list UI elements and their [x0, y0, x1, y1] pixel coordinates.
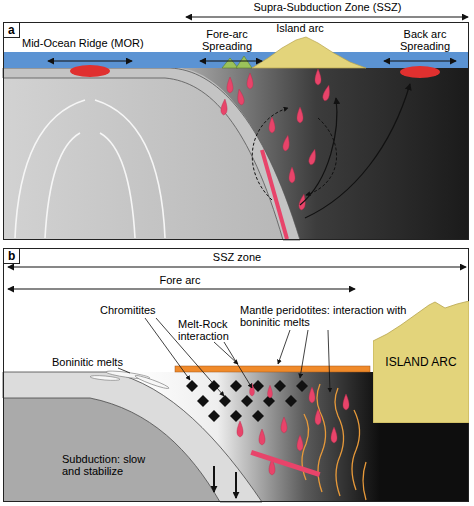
- convection-arc: [15, 100, 85, 238]
- panel-frame: a: [3, 22, 469, 240]
- melt-drop: [315, 409, 321, 425]
- melt-drop: [227, 77, 233, 93]
- flow-arrow: [306, 118, 337, 195]
- leader-line: [278, 330, 290, 364]
- chromitite-pod: [285, 395, 297, 407]
- flow-arrow: [300, 98, 337, 205]
- spreading-arrow: [48, 60, 132, 61]
- chromitite-pod: [208, 410, 220, 422]
- chromitite-pod: [186, 380, 198, 392]
- zone-label: Fore arc: [130, 275, 230, 287]
- crust-band: [175, 366, 370, 372]
- feature-label: Melt-Rock interaction: [178, 319, 240, 342]
- boninitic-melt: [134, 374, 169, 390]
- ocean: [3, 52, 469, 68]
- feature-label: Back arc Spreading: [395, 29, 455, 52]
- convection-arc: [95, 100, 165, 238]
- feature-label: Chromitites: [100, 305, 170, 317]
- chromitite-pod: [241, 395, 253, 407]
- zone-label: SSZ zone: [187, 252, 287, 264]
- melt-channel: [352, 410, 360, 490]
- melt-drop: [315, 69, 321, 85]
- zone-arrow: [8, 266, 466, 267]
- fore-arc-crust: [236, 56, 252, 68]
- melt-drop: [236, 89, 245, 106]
- leader-line: [118, 368, 130, 373]
- melt-drop: [282, 135, 291, 152]
- convection-arc: [100, 133, 135, 238]
- leader-line: [328, 330, 330, 392]
- melt-drop: [237, 421, 243, 437]
- spreading-arrow: [384, 60, 456, 61]
- sinking-arrow: [235, 472, 237, 498]
- panel-background: [3, 248, 469, 502]
- spreading-arrow: [200, 60, 262, 61]
- melt-drop: [221, 99, 228, 115]
- sinking-arrow: [213, 466, 215, 492]
- chromitite-pod: [197, 395, 209, 407]
- chromitite-pod: [219, 395, 231, 407]
- boninitic-melt: [90, 375, 120, 382]
- chromitite-pod: [252, 410, 264, 422]
- melt-sill: [250, 450, 320, 477]
- melt-drop: [308, 149, 318, 166]
- melt-drop: [322, 85, 332, 102]
- leader-line: [300, 330, 308, 378]
- zone-arrow: [8, 288, 355, 289]
- ridge-magma: [70, 65, 110, 77]
- back-arc-magma: [400, 66, 440, 78]
- feature-label: Mantle peridotites: interaction with bon…: [240, 305, 416, 328]
- panel-background: [3, 22, 469, 240]
- chromitite-pod: [230, 410, 242, 422]
- zone-arrow: [186, 16, 468, 17]
- feature-label: Fore-arc Spreading: [198, 29, 256, 52]
- leader-line: [224, 342, 252, 388]
- melt-drop: [259, 429, 265, 445]
- melt-channel: [335, 388, 344, 496]
- melt-drop: [289, 167, 295, 183]
- fore-arc-crust: [222, 58, 238, 68]
- flow-arrow: [305, 84, 410, 218]
- island-arc-fill: [373, 301, 469, 423]
- feature-label: Mid-Ocean Ridge (MOR): [22, 38, 162, 50]
- melt-drop: [269, 117, 275, 133]
- mantle: [3, 68, 469, 240]
- melt-channel: [363, 462, 366, 500]
- flow-arrow: [252, 108, 288, 200]
- convection-arc: [45, 133, 80, 238]
- melt-drop: [297, 435, 303, 451]
- feature-label: Island arc: [265, 23, 335, 35]
- zone-label: Supra-Subduction Zone (SSZ): [220, 2, 435, 14]
- panel-letter: a: [4, 23, 20, 38]
- chromitite-pod: [208, 380, 220, 392]
- island-arc-block: ISLAND ARC: [373, 301, 469, 423]
- panel-letter: b: [4, 249, 20, 264]
- chromitite-pod: [274, 380, 286, 392]
- island-arc-mountain: [252, 37, 366, 68]
- melt-drop: [247, 73, 253, 89]
- shape-label: ISLAND ARC: [373, 355, 469, 369]
- chromitite-pod: [296, 380, 308, 392]
- subducting-slab: [3, 68, 300, 240]
- slab-melt: [262, 150, 287, 239]
- melt-drop: [343, 394, 349, 410]
- melt-drop: [268, 385, 273, 398]
- process-note: Subduction: slow and stabilize: [62, 454, 157, 477]
- melt-drop: [309, 387, 315, 403]
- chromitite-pod: [230, 380, 242, 392]
- melt-drop: [331, 427, 337, 443]
- melt-drop: [281, 417, 287, 433]
- feature-label: Boninitic melts: [52, 357, 142, 369]
- subducting-slab: [3, 372, 262, 502]
- melt-drop: [297, 107, 303, 123]
